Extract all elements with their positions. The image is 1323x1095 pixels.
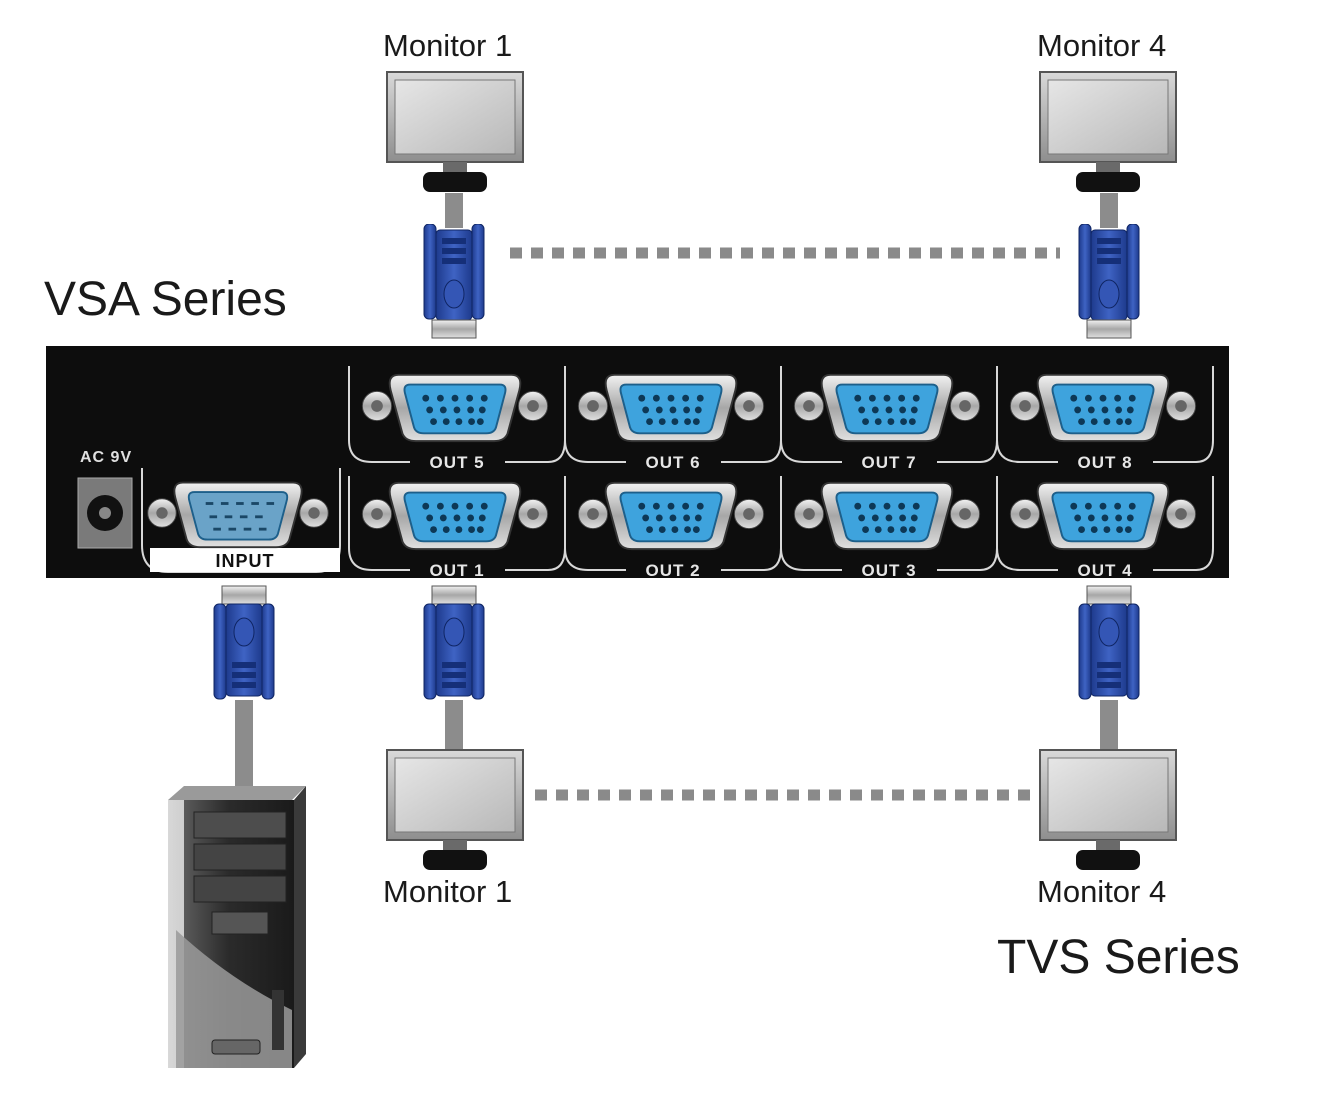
tvs-series-title: TVS Series (997, 931, 1240, 984)
monitor-icon (386, 749, 524, 871)
vga-connector-icon (1078, 585, 1140, 700)
port-label-out-2: OUT 2 (645, 561, 700, 580)
monitor-icon (1039, 71, 1177, 193)
port-label-out-5: OUT 5 (429, 453, 484, 472)
monitor-icon (386, 71, 524, 193)
top-monitor-1-label: Monitor 1 (383, 28, 513, 63)
port-label-out-7: OUT 7 (861, 453, 916, 472)
monitor-icon (1039, 749, 1177, 871)
bottom-monitor-4-label: Monitor 4 (1037, 874, 1167, 909)
cable (1100, 193, 1118, 228)
top-monitor-4-label: Monitor 4 (1037, 28, 1167, 63)
cable (445, 193, 463, 228)
port-label-out-1: OUT 1 (429, 561, 484, 580)
vga-connector-icon (213, 585, 275, 700)
cable (1100, 700, 1118, 750)
port-label-out-6: OUT 6 (645, 453, 700, 472)
port-label-out-4: OUT 4 (1077, 561, 1132, 580)
input-label: INPUT (216, 551, 275, 571)
port-label-out-3: OUT 3 (861, 561, 916, 580)
cable (235, 700, 253, 790)
vsa-series-title: VSA Series (44, 273, 287, 326)
vga-connector-icon (1078, 224, 1140, 339)
cable (445, 700, 463, 750)
computer-tower-icon (168, 786, 306, 1068)
vga-connector-icon (423, 585, 485, 700)
bottom-monitor-1-label: Monitor 1 (383, 874, 513, 909)
vga-connector-icon (423, 224, 485, 339)
power-label: AC 9V (80, 449, 132, 466)
port-label-out-8: OUT 8 (1077, 453, 1132, 472)
